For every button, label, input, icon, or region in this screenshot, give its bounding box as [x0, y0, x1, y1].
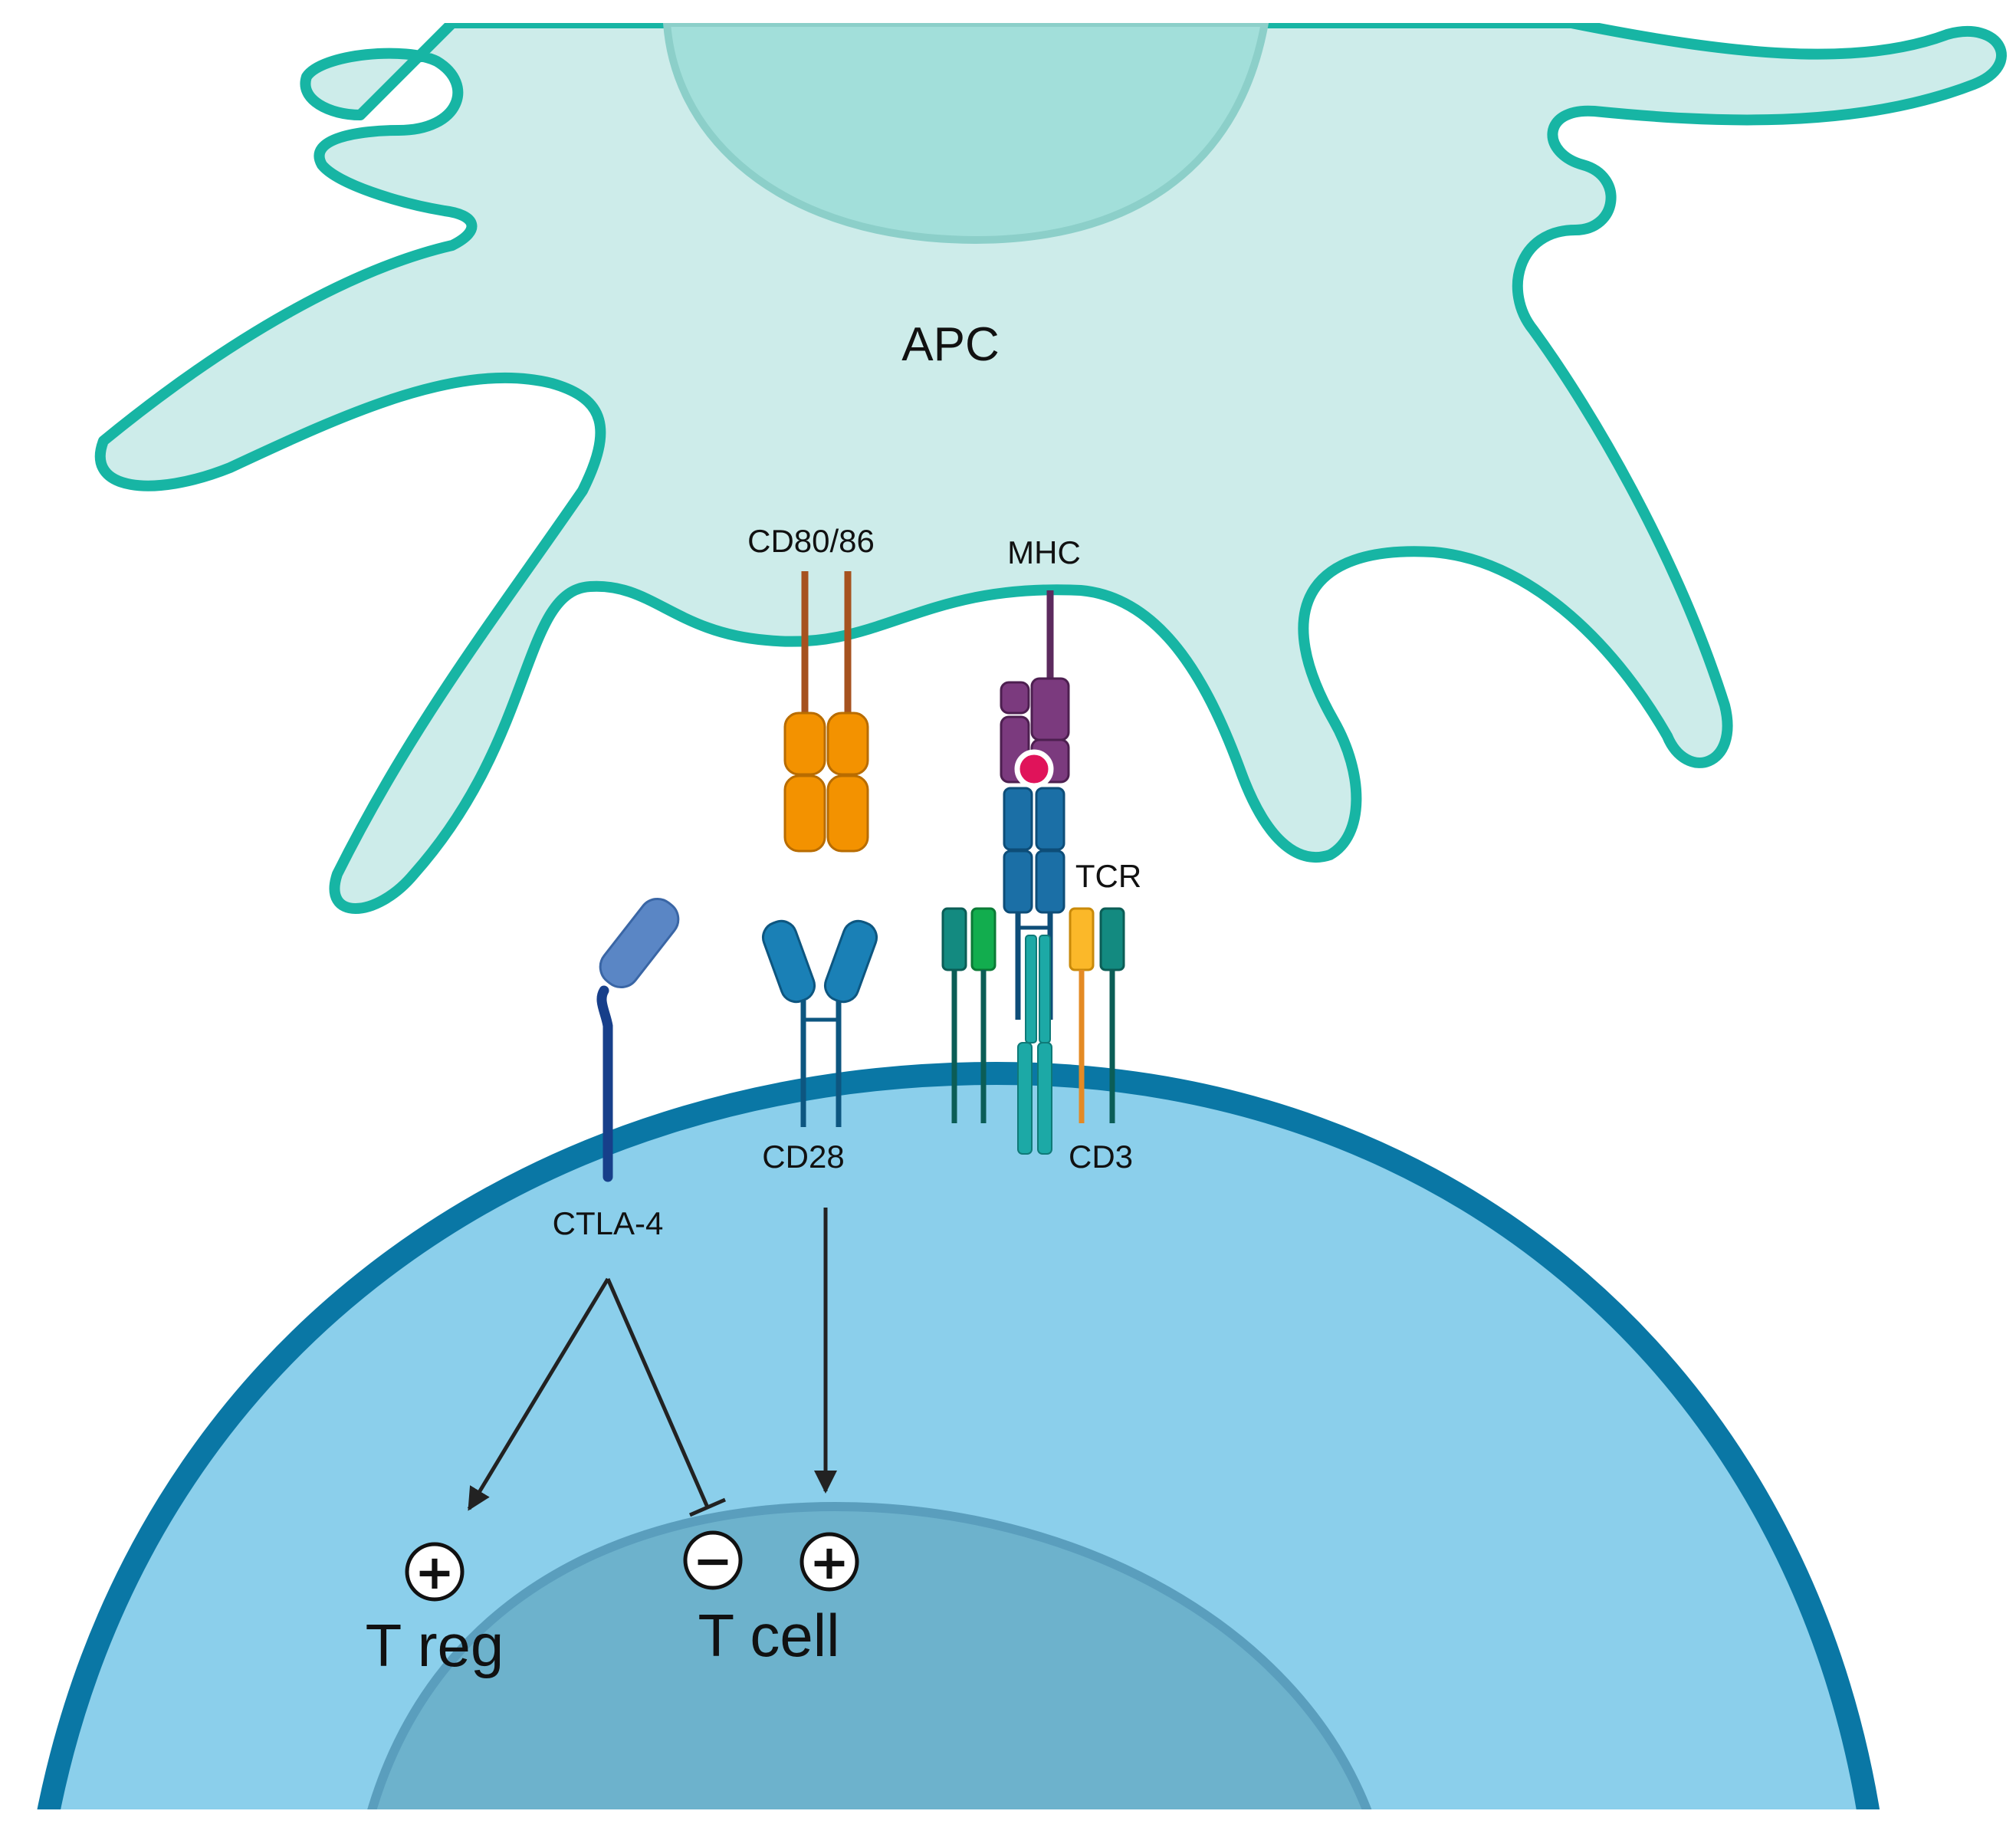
tcr-label: TCR [1075, 858, 1141, 894]
ctla4-molecule: CTLA-4 [553, 897, 680, 1241]
tcell-minus-sign: − [693, 1533, 733, 1589]
ctla4-to-treg-arrow [467, 1277, 610, 1511]
cd3-label: CD3 [1069, 1139, 1133, 1175]
peptide-antigen [1014, 749, 1054, 789]
cd80-86-label: CD80/86 [747, 523, 875, 559]
ctla4-inhibits-tcell-line [606, 1278, 710, 1508]
t-cell [0, 1061, 2016, 1824]
treg-label: T reg [366, 1612, 504, 1679]
t-cell-nucleus [363, 1501, 1377, 1824]
tcell-outcome: − + T cell [683, 1530, 859, 1669]
tcell-plus-icon [800, 1532, 859, 1592]
tcr-molecule: TCR [1003, 787, 1141, 1020]
treg-outcome: + T reg [366, 1542, 504, 1679]
apc-nucleus [662, 19, 1269, 244]
cd28-molecule: CD28 [761, 919, 878, 1175]
ctla4-inhibition-bar [689, 1497, 726, 1517]
apc-cell: APC [0, 0, 2016, 914]
treg-plus-icon [405, 1542, 465, 1602]
signaling-arrows [467, 1208, 837, 1517]
mhc-label: MHC [1007, 534, 1081, 570]
cd28-label: CD28 [762, 1139, 844, 1175]
cd3-complex: CD3 [941, 907, 1133, 1175]
ctla4-label: CTLA-4 [553, 1205, 664, 1241]
apc-cell-body [94, 18, 2007, 914]
apc-label: APC [901, 318, 999, 371]
tcell-minus-icon [683, 1530, 743, 1590]
tcell-plus-sign: + [809, 1534, 849, 1590]
treg-plus-sign: + [415, 1544, 455, 1600]
tcell-label: T cell [698, 1602, 840, 1669]
cd80-86-molecule: CD80/86 [747, 523, 875, 853]
